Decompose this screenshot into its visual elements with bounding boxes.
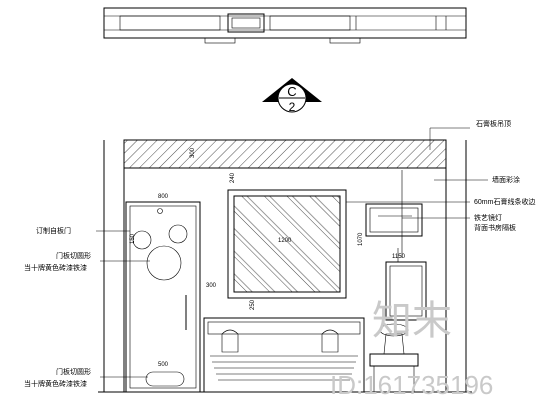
note-lamp-1: 铁艺镜灯 <box>474 213 502 222</box>
leaders-right <box>346 127 488 219</box>
watermark: 知末 ID:161735196 <box>330 299 493 400</box>
note-lamp-left-2: 当十牌黄色砖漆铁漆 <box>24 379 87 388</box>
plan-view <box>103 7 467 44</box>
dimensions: 300 240 800 1200 300 250 1070 1150 500 1… <box>130 147 406 368</box>
ceiling-hatch <box>123 139 447 169</box>
note-lamp-left-1: 门板切圆形 <box>56 367 91 376</box>
section-marker-label: C <box>287 84 296 99</box>
note-lamp-2: 背面书房隔板 <box>474 223 516 232</box>
leaders-left <box>96 230 150 378</box>
door <box>125 201 201 393</box>
annotations-left: 订制自板门 门板切圆形 当十牌黄色砖漆铁漆 门板切圆形 当十牌黄色砖漆铁漆 <box>24 226 91 388</box>
wall-frames <box>365 170 427 321</box>
dim-panel-gap: 240 <box>230 172 236 183</box>
glass-panel <box>227 189 347 299</box>
dim-painting-offset: 300 <box>206 283 217 289</box>
note-circle-2: 当十牌黄色砖漆铁漆 <box>24 263 87 272</box>
dim-painting-width: 1200 <box>278 238 292 244</box>
bed <box>203 317 365 393</box>
section-marker: C 2 <box>262 78 322 114</box>
dim-circle: 150 <box>130 233 136 244</box>
watermark-brand: 知末 <box>372 299 452 343</box>
dim-painting-bottom: 250 <box>250 299 256 310</box>
dim-panel-small: 1150 <box>392 254 406 260</box>
note-door: 订制自板门 <box>36 226 71 235</box>
annotations-right: 石膏板吊顶 墙面彩涂 60mm石膏线条收边 铁艺镜灯 背面书房隔板 <box>474 119 535 232</box>
note-wall-paint: 墙面彩涂 <box>492 175 520 184</box>
dim-door-width: 800 <box>158 194 169 200</box>
nightstand <box>369 323 419 392</box>
dim-ceiling: 300 <box>190 147 196 158</box>
dim-lamp-width: 500 <box>158 362 169 368</box>
note-circle-1: 门板切圆形 <box>56 251 91 260</box>
note-molding: 60mm石膏线条收边 <box>474 197 535 206</box>
dim-panel-height: 1070 <box>358 232 364 246</box>
watermark-id: ID:161735196 <box>330 370 493 400</box>
section-marker-number: 2 <box>289 100 296 114</box>
note-ceiling: 石膏板吊顶 <box>476 119 511 128</box>
